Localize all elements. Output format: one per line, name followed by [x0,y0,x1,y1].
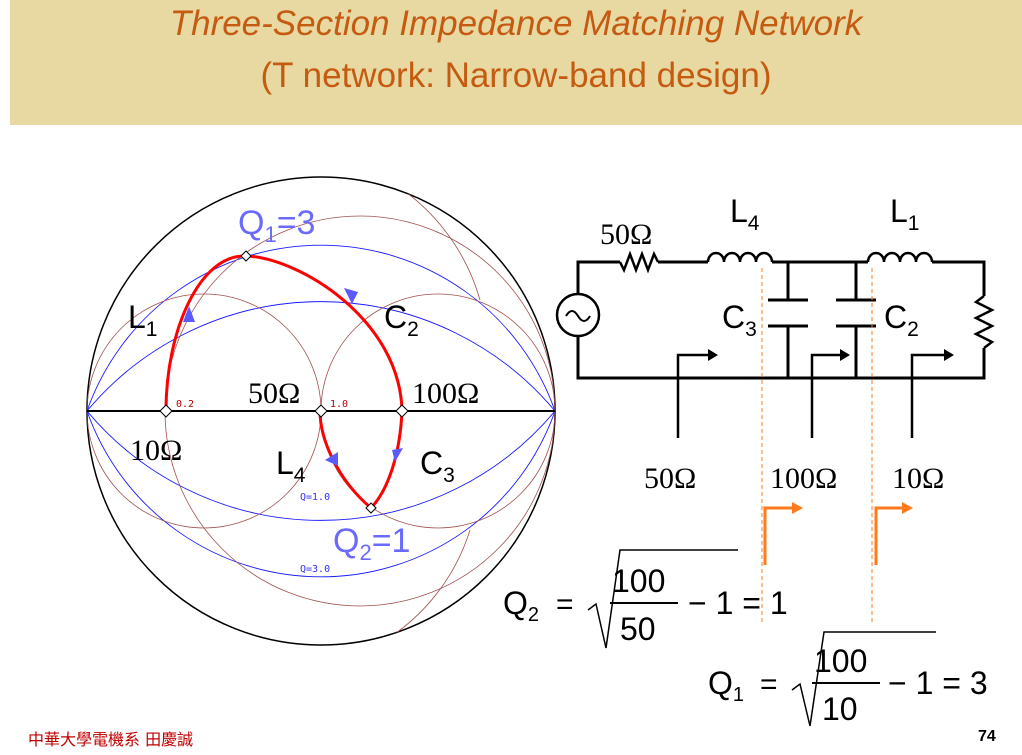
equation-q2: Q2 = 100 50 − 1 = 1 [503,549,788,649]
x-arc-lower [87,410,471,645]
x-arc-upper [87,177,481,412]
wire-right-top [932,260,986,296]
eq-q1-equals: = [760,668,778,701]
eq-q2-denominator: 50 [620,611,656,647]
label-c3: C3 [420,445,455,487]
label-q2: Q2=1 [333,522,410,565]
q-arc-upper-2 [87,244,555,412]
circuit-label-c3: C3 [722,299,757,341]
tick-label-10: 1.0 [330,399,348,410]
circuit-label-z100: 100Ω [770,462,837,495]
wire-bottom [576,336,986,380]
eq-q1-sqrt [791,631,936,727]
circuit-label-z50: 50Ω [644,462,696,495]
label-50ohm: 50Ω [248,377,300,410]
q-label-10: Q=1.0 [300,492,330,503]
label-10ohm: 10Ω [130,434,182,467]
arrow-c3 [392,448,403,462]
eq-q1-denominator: 10 [822,691,858,727]
equation-q1: Q1 = 100 10 − 1 = 3 [708,631,988,727]
marker-q2 [365,502,377,514]
wire-left-top [576,260,620,294]
circuit-label-l1: L1 [890,193,919,235]
arrow-l4 [325,452,338,466]
label-q1: Q1=3 [238,204,315,247]
q-label-30: Q=3.0 [300,564,330,575]
orange-arrow-left-line [763,506,792,565]
q-arc-upper-1 [87,301,555,412]
eq-q2-sqrt [587,549,738,649]
marker-q1 [240,250,252,262]
lookin-line-100 [810,353,840,438]
eq-q2-lhs: Q2 [503,585,539,626]
page-number: 74 [978,728,996,745]
source-symbol [555,292,601,338]
inductor-l1 [866,251,934,263]
resistor-50ohm [618,250,660,274]
orange-arrow-right-head [902,502,913,514]
circuit-label-l4: L4 [730,193,760,235]
eq-q2-equals: = [556,588,574,621]
eq-q1-lhs: Q1 [708,665,744,706]
marker-100ohm [395,404,409,418]
smith-chart: 0.2 1.0 Q=1.0 Q=3.0 Q1=3 Q2=1 L1 C2 L4 C… [86,176,556,646]
eq-q2-rhs: − 1 = 1 [688,585,788,621]
circuit-label-z10: 10Ω [892,462,944,495]
label-100ohm: 100Ω [412,377,479,410]
label-l1: L1 [128,299,157,341]
eq-q1-rhs: − 1 = 3 [888,665,988,701]
sine-wave-icon [565,310,591,322]
tick-label-02: 0.2 [176,399,194,410]
orange-arrow-right-line [874,506,902,565]
circuit-label-c2: C2 [884,299,919,341]
marker-50ohm [314,404,328,418]
slide-title: Three-Section Impedance Matching Network [169,4,863,43]
slide-subtitle: (T network: Narrow-band design) [260,56,772,95]
arrow-l1 [183,306,195,322]
marker-10ohm [159,404,173,418]
arrow-c2 [344,288,358,304]
inductor-l4 [706,251,774,263]
footer-author: 中華大學電機系 田慶誠 [28,730,194,749]
orange-arrow-left-head [792,502,803,514]
lookin-arrow-10 [944,349,954,361]
title-banner [10,0,1022,125]
lookin-line-10 [910,353,944,438]
label-l4: L4 [276,445,306,487]
lookin-arrow-50 [708,349,718,361]
lookin-line-50 [676,353,708,438]
eq-q1-numerator: 100 [814,643,867,679]
q-arc-lower-2 [87,410,555,578]
circuit-schematic [555,250,995,438]
lookin-arrow-100 [840,349,850,361]
eq-q2-numerator: 100 [612,563,665,599]
matching-path [164,254,404,511]
load-resistor [973,295,995,349]
label-c2: C2 [384,299,419,341]
q-arc-lower-1 [87,410,555,521]
circuit-label-50ohm: 50Ω [600,218,652,251]
